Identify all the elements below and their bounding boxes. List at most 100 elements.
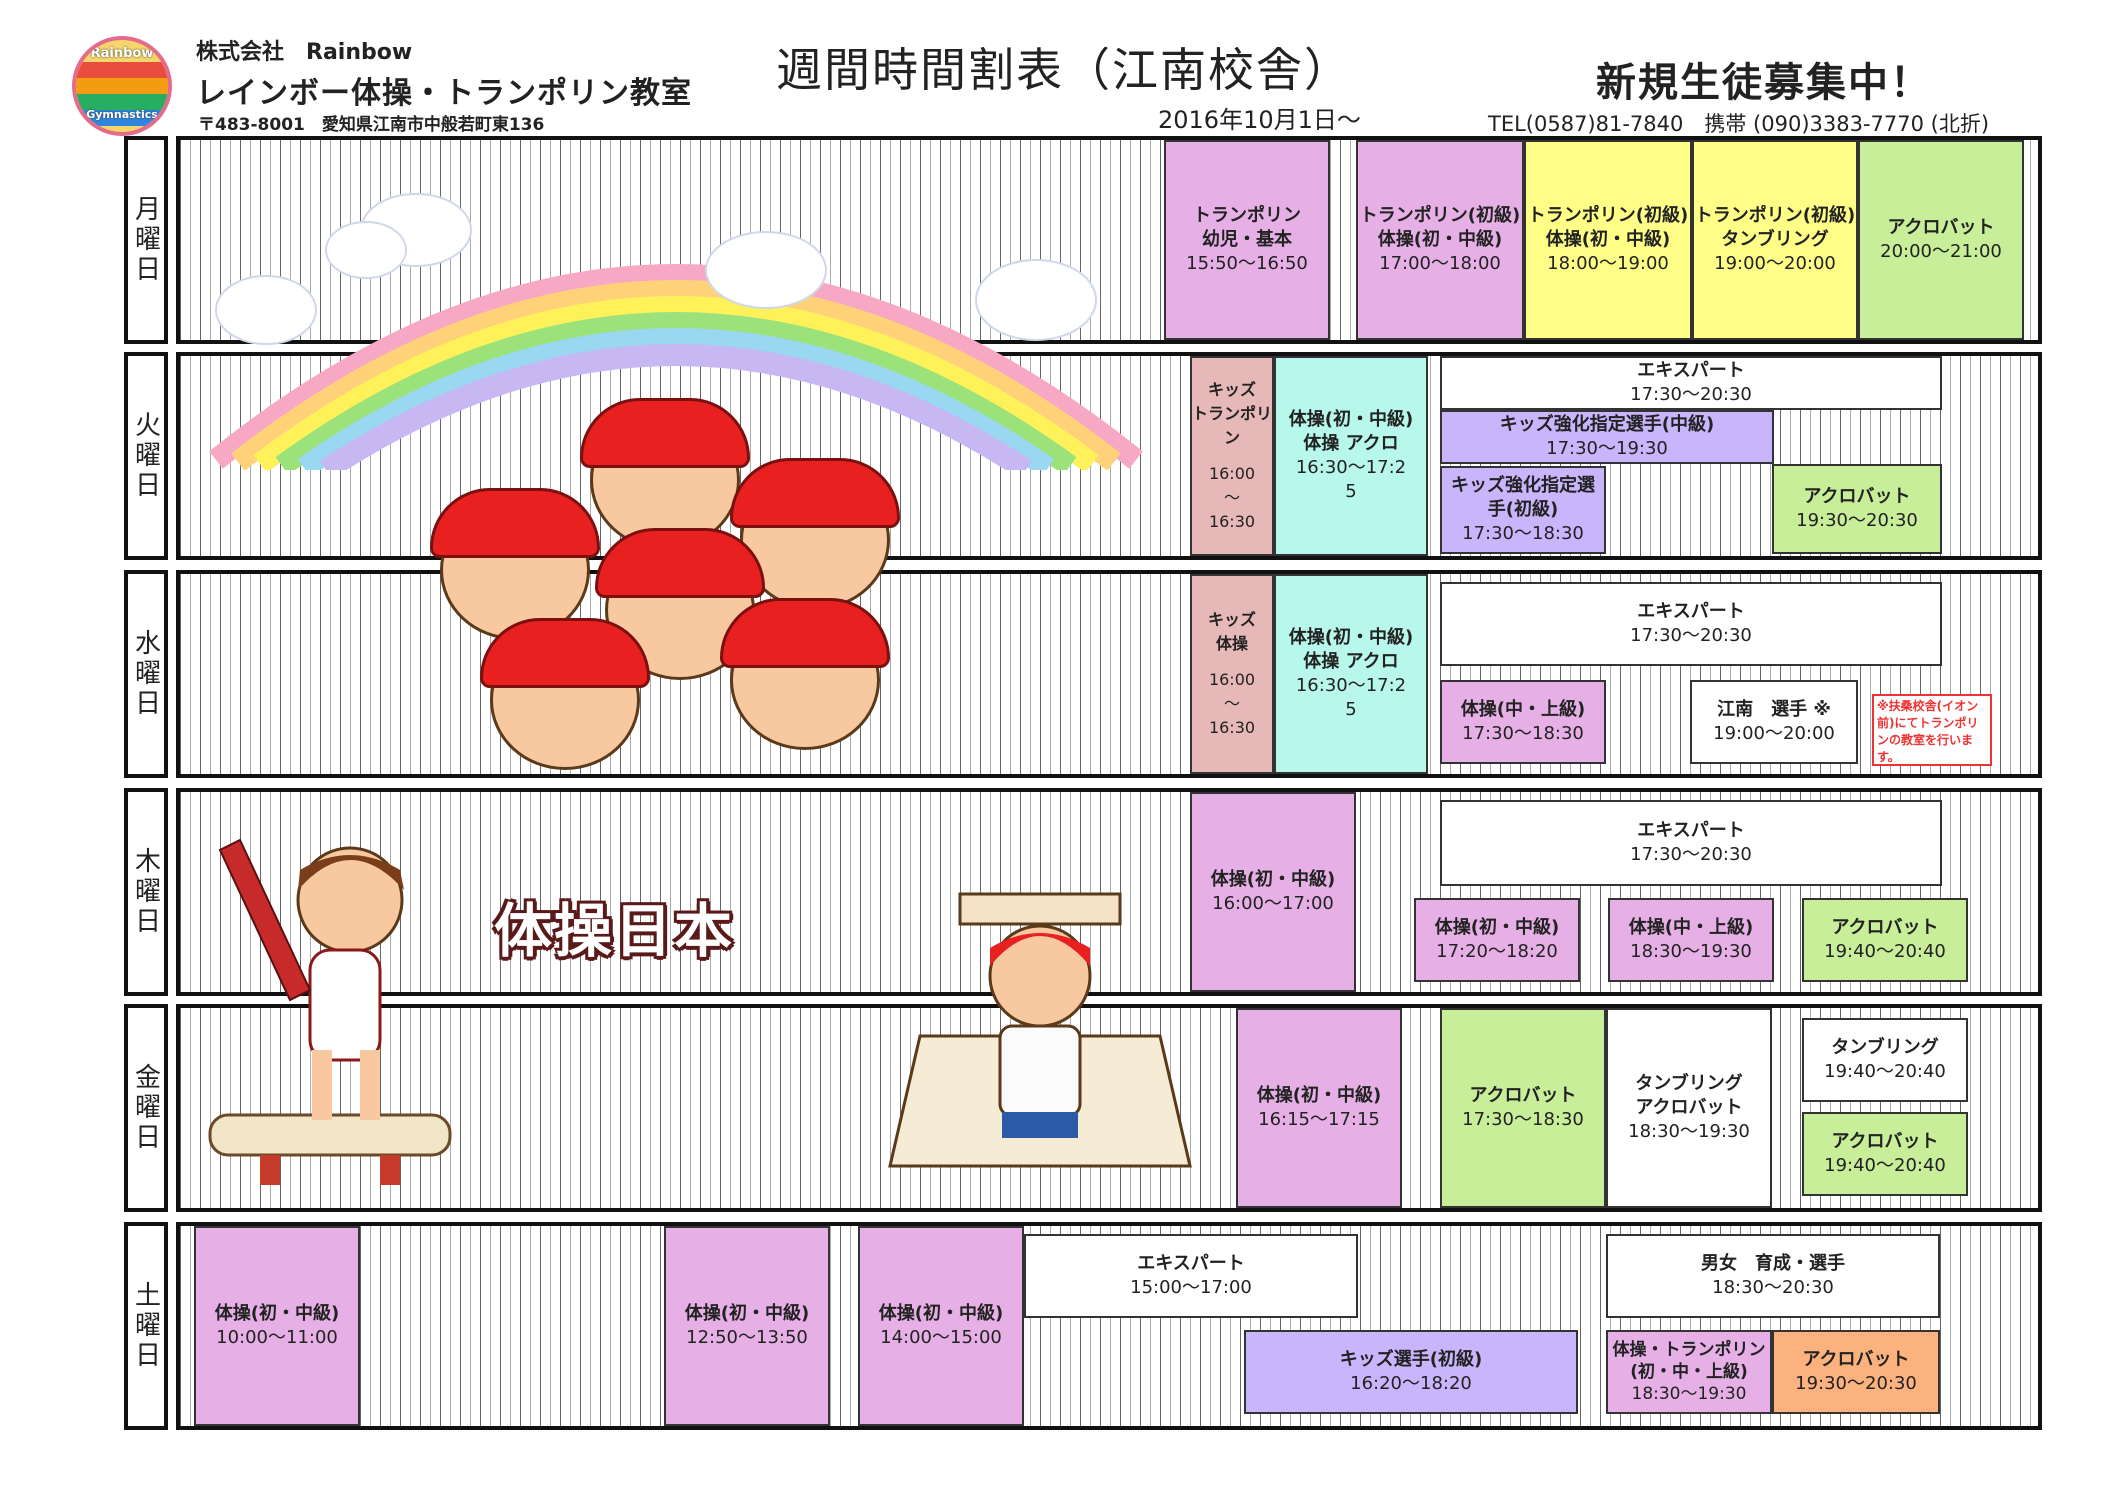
class-time: 16:30～17:2 5 bbox=[1295, 457, 1407, 502]
class-block-mon-1[interactable]: トランポリン 幼児・基本 15:50～16:50 bbox=[1164, 140, 1330, 340]
class-name: キッズ強化指定選 手(初級) bbox=[1451, 475, 1595, 520]
class-time: 19:00～20:00 bbox=[1714, 253, 1836, 274]
address: 〒483-8001 愛知県江南市中般若町東136 bbox=[198, 115, 545, 135]
class-block-sat-6[interactable]: 男女 育成・選手 18:30～20:30 bbox=[1606, 1234, 1940, 1318]
class-block-fri-3[interactable]: タンブリング アクロバット 18:30～19:30 bbox=[1606, 1008, 1772, 1208]
class-time: 18:30～20:30 bbox=[1712, 1277, 1834, 1298]
class-name: 江南 選手 ※ bbox=[1717, 699, 1831, 720]
class-name: キッズ選手(初級) bbox=[1339, 1349, 1483, 1370]
class-block-tue-2[interactable]: 体操(初・中級) 体操 アクロ 16:30～17:2 5 bbox=[1274, 356, 1428, 556]
class-time: 16:20～18:20 bbox=[1350, 1373, 1472, 1394]
class-name: 体操(初・中級) bbox=[1256, 1085, 1382, 1106]
class-time: 17:30～18:30 bbox=[1462, 723, 1584, 744]
class-name: 体操(初・中級) 体操 アクロ bbox=[1288, 409, 1414, 454]
class-block-fri-1[interactable]: 体操(初・中級) 16:15～17:15 bbox=[1236, 1008, 1402, 1208]
class-block-fri-4[interactable]: タンブリング 19:40～20:40 bbox=[1802, 1018, 1968, 1102]
class-name: タンブリング アクロバット bbox=[1635, 1073, 1743, 1118]
class-block-mon-2[interactable]: トランポリン(初級) 体操(初・中級) 17:00～18:00 bbox=[1356, 140, 1524, 340]
class-block-wed-3[interactable]: エキスパート 17:30～20:30 bbox=[1440, 582, 1942, 666]
class-time: 17:30～20:30 bbox=[1630, 384, 1752, 405]
class-time: 18:30～19:30 bbox=[1628, 1121, 1750, 1142]
day-label-monday: 月曜日 bbox=[124, 136, 168, 344]
class-time: 17:30～18:30 bbox=[1462, 523, 1584, 544]
day-label-tuesday: 火曜日 bbox=[124, 352, 168, 560]
class-time: 16:00 ～ 16:30 bbox=[1208, 464, 1256, 531]
class-block-sat-5[interactable]: キッズ選手(初級) 16:20～18:20 bbox=[1244, 1330, 1578, 1414]
class-time: 10:00～11:00 bbox=[216, 1327, 338, 1348]
recruit-banner: 新規生徒募集中！ bbox=[1596, 60, 1932, 106]
day-label-wednesday: 水曜日 bbox=[124, 570, 168, 778]
class-block-sat-8[interactable]: アクロバット 19:30～20:30 bbox=[1772, 1330, 1940, 1414]
class-block-wed-1[interactable]: キッズ 体操 16:00 ～ 16:30 bbox=[1190, 574, 1274, 774]
class-name: キッズ強化指定選手(中級) bbox=[1499, 414, 1715, 435]
class-time: 15:00～17:00 bbox=[1130, 1277, 1252, 1298]
class-name: トランポリン 幼児・基本 bbox=[1193, 205, 1301, 250]
day-label-thursday: 木曜日 bbox=[124, 788, 168, 996]
class-block-thu-3[interactable]: 体操(初・中級) 17:20～18:20 bbox=[1414, 898, 1580, 982]
class-name: 体操(中・上級) bbox=[1628, 917, 1754, 938]
class-time: 17:30～20:30 bbox=[1630, 625, 1752, 646]
class-name: タンブリング bbox=[1831, 1037, 1939, 1058]
logo-bottom-text: Gymnastics bbox=[86, 108, 158, 121]
class-name: 体操(初・中級) bbox=[1210, 869, 1336, 890]
class-name: 体操(初・中級) bbox=[214, 1303, 340, 1324]
class-block-sat-2[interactable]: 体操(初・中級) 12:50～13:50 bbox=[664, 1226, 830, 1426]
class-name: 体操・トランポリン (初・中・上級) bbox=[1612, 1340, 1766, 1382]
class-name: キッズ トランポリン bbox=[1192, 380, 1273, 447]
class-block-fri-2[interactable]: アクロバット 17:30～18:30 bbox=[1440, 1008, 1606, 1208]
class-block-sat-7[interactable]: 体操・トランポリン (初・中・上級) 18:30～19:30 bbox=[1606, 1330, 1772, 1414]
class-block-wed-2[interactable]: 体操(初・中級) 体操 アクロ 16:30～17:2 5 bbox=[1274, 574, 1428, 774]
class-block-tue-5[interactable]: キッズ強化指定選 手(初級) 17:30～18:30 bbox=[1440, 466, 1606, 554]
class-time: 16:15～17:15 bbox=[1258, 1109, 1380, 1130]
class-block-thu-4[interactable]: 体操(中・上級) 18:30～19:30 bbox=[1608, 898, 1774, 982]
class-time: 17:00～18:00 bbox=[1379, 253, 1501, 274]
class-block-sat-1[interactable]: 体操(初・中級) 10:00～11:00 bbox=[194, 1226, 360, 1426]
class-name: アクロバット bbox=[1802, 1349, 1910, 1370]
class-block-thu-1[interactable]: 体操(初・中級) 16:00～17:00 bbox=[1190, 792, 1356, 992]
class-block-mon-3[interactable]: トランポリン(初級) 体操(初・中級) 18:00～19:00 bbox=[1524, 140, 1692, 340]
class-time: 17:30～19:30 bbox=[1546, 438, 1668, 459]
class-time: 18:30～19:30 bbox=[1631, 1384, 1747, 1404]
class-name: キッズ 体操 bbox=[1207, 610, 1256, 653]
class-block-tue-3[interactable]: エキスパート 17:30～20:30 bbox=[1440, 356, 1942, 410]
class-time: 18:00～19:00 bbox=[1547, 253, 1669, 274]
class-block-wed-4[interactable]: 体操(中・上級) 17:30～18:30 bbox=[1440, 680, 1606, 764]
school-name: レインボー体操・トランポリン教室 bbox=[196, 76, 692, 111]
contact-phone: TEL(0587)81-7840 携帯 (090)3383-7770 (北折) bbox=[1488, 112, 1990, 136]
class-name: トランポリン(初級) 体操(初・中級) bbox=[1527, 205, 1689, 250]
class-time: 12:50～13:50 bbox=[686, 1327, 808, 1348]
class-block-tue-1[interactable]: キッズ トランポリン 16:00 ～ 16:30 bbox=[1190, 356, 1274, 556]
class-name: エキスパート bbox=[1637, 360, 1745, 381]
class-time: 16:00～17:00 bbox=[1212, 893, 1334, 914]
class-time: 17:20～18:20 bbox=[1436, 941, 1558, 962]
class-name: エキスパート bbox=[1637, 820, 1745, 841]
class-block-thu-5[interactable]: アクロバット 19:40～20:40 bbox=[1802, 898, 1968, 982]
company-name: 株式会社 Rainbow bbox=[196, 40, 413, 65]
class-name: 体操(初・中級) 体操 アクロ bbox=[1288, 627, 1414, 672]
class-block-thu-2[interactable]: エキスパート 17:30～20:30 bbox=[1440, 800, 1942, 886]
class-name: エキスパート bbox=[1637, 601, 1745, 622]
page-title: 週間時間割表（江南校舎） bbox=[776, 43, 1352, 97]
class-block-tue-4[interactable]: キッズ強化指定選手(中級) 17:30～19:30 bbox=[1440, 410, 1774, 464]
class-name: アクロバット bbox=[1469, 1085, 1577, 1106]
class-name: アクロバット bbox=[1887, 217, 1995, 238]
class-name: アクロバット bbox=[1803, 486, 1911, 507]
class-name: 体操(中・上級) bbox=[1460, 699, 1586, 720]
class-block-wed-5[interactable]: 江南 選手 ※ 19:00～20:00 bbox=[1690, 680, 1858, 764]
class-block-mon-4[interactable]: トランポリン(初級) タンブリング 19:00～20:00 bbox=[1692, 140, 1858, 340]
class-block-fri-5[interactable]: アクロバット 19:40～20:40 bbox=[1802, 1112, 1968, 1196]
class-name: 体操(初・中級) bbox=[878, 1303, 1004, 1324]
class-time: 19:30～20:30 bbox=[1795, 1373, 1917, 1394]
class-block-sat-4[interactable]: エキスパート 15:00～17:00 bbox=[1024, 1234, 1358, 1318]
class-time: 19:30～20:30 bbox=[1796, 510, 1918, 531]
class-name: 体操(初・中級) bbox=[1434, 917, 1560, 938]
effective-date: 2016年10月1日～ bbox=[1158, 106, 1361, 134]
class-time: 20:00～21:00 bbox=[1880, 241, 2002, 262]
class-block-mon-5[interactable]: アクロバット 20:00～21:00 bbox=[1858, 140, 2024, 340]
class-block-sat-3[interactable]: 体操(初・中級) 14:00～15:00 bbox=[858, 1226, 1024, 1426]
class-time: 15:50～16:50 bbox=[1186, 253, 1308, 274]
day-label-saturday: 土曜日 bbox=[124, 1222, 168, 1430]
class-block-tue-6[interactable]: アクロバット 19:30～20:30 bbox=[1772, 464, 1942, 554]
class-name: 男女 育成・選手 bbox=[1701, 1253, 1845, 1274]
class-name: 体操(初・中級) bbox=[684, 1303, 810, 1324]
